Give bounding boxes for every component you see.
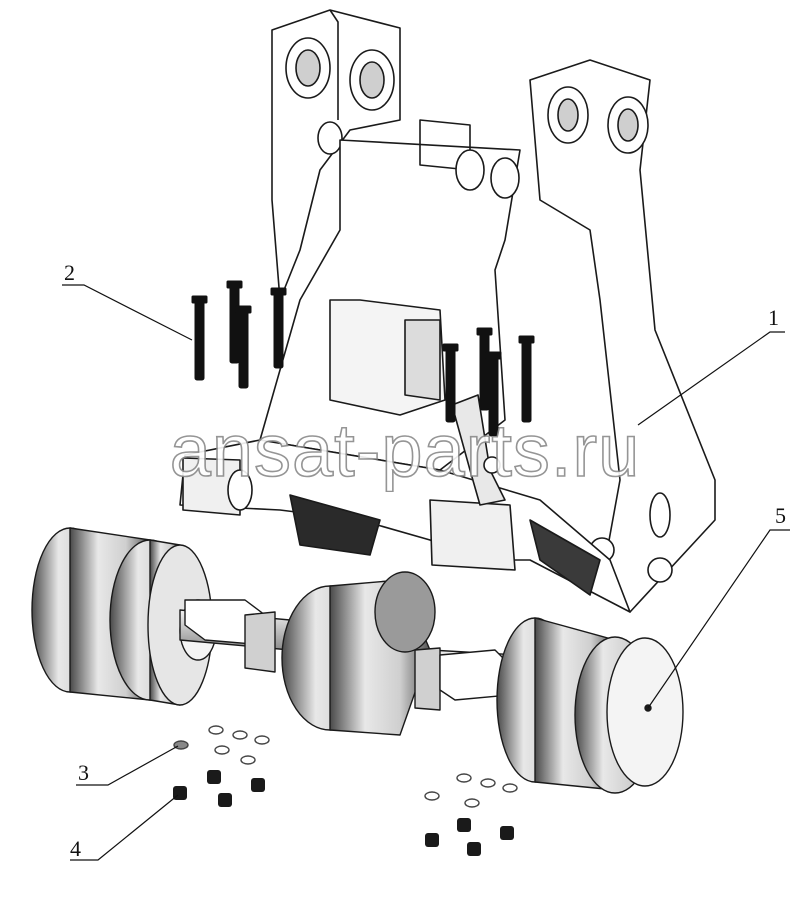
leader-line-4 bbox=[70, 794, 179, 861]
callout-3: 3 bbox=[78, 760, 89, 785]
leader-line-3 bbox=[76, 745, 179, 786]
callout-4: 4 bbox=[70, 836, 81, 861]
callout-5: 5 bbox=[775, 503, 786, 528]
bolt-set bbox=[191, 280, 535, 437]
leader-line-5 bbox=[647, 529, 790, 709]
callout-2: 2 bbox=[64, 260, 75, 285]
main-frame bbox=[179, 9, 716, 613]
idler-axle-assembly bbox=[31, 527, 684, 794]
callout-1: 1 bbox=[768, 305, 779, 330]
nut-set bbox=[173, 770, 514, 856]
leader-line-2 bbox=[62, 284, 193, 341]
leader-line-1 bbox=[637, 331, 785, 426]
leader-lines bbox=[62, 284, 790, 861]
washer-set bbox=[173, 725, 518, 808]
